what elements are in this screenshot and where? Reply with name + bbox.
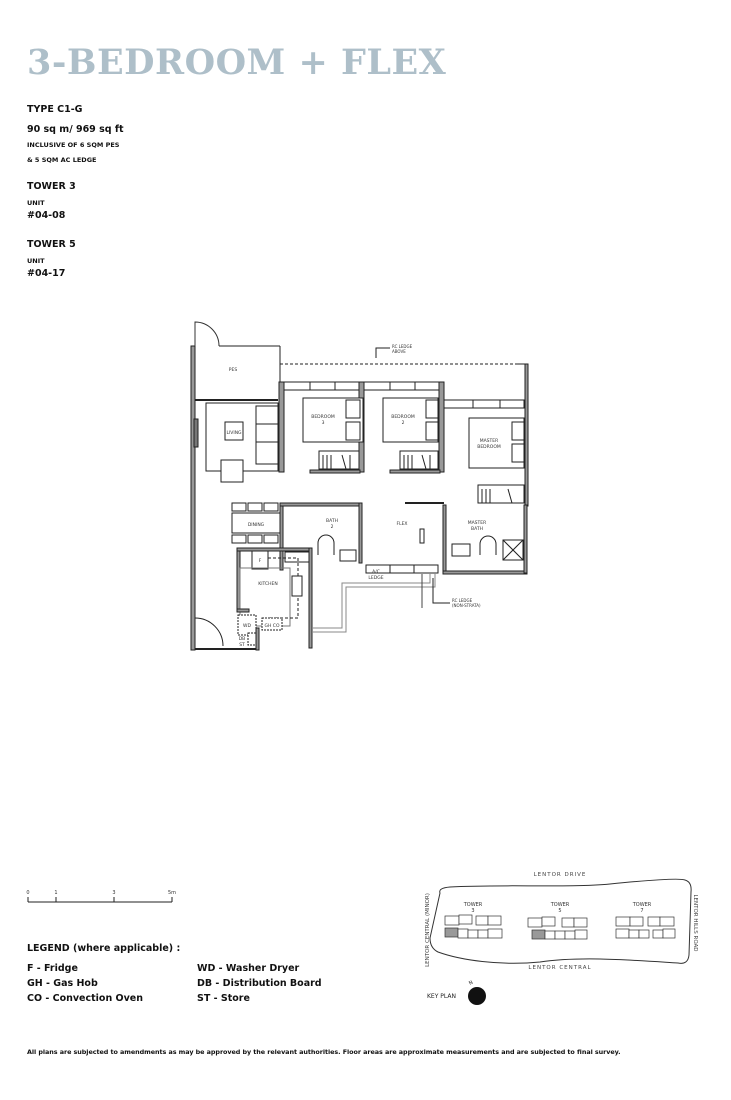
scale-tick-0: 0 <box>26 890 29 896</box>
room-label-dining: DINING <box>248 522 265 528</box>
room-label-bedroom3: BEDROOM <box>311 414 335 420</box>
road-lentor-hills: LENTOR HILLS ROAD <box>692 894 698 951</box>
tower-5-label: TOWER 5 <box>27 239 76 250</box>
floor-plan: PES LIVING BEDROOM 3 BEDROOM 2 MASTER BE… <box>190 321 529 651</box>
tower-3-keyplan-num: 3 <box>471 908 474 914</box>
room-label-master-bath: MASTER <box>468 520 487 526</box>
road-lentor-drive: LENTOR DRIVE <box>534 872 587 878</box>
disclaimer: All plans are subjected to amendments as… <box>27 1048 621 1056</box>
tower-7-keyplan-num: 7 <box>640 908 643 914</box>
legend-item: CO - Convection Oven <box>27 993 144 1004</box>
legend-item: DB - Distribution Board <box>197 978 322 989</box>
room-label-master-bedroom-2: BEDROOM <box>477 444 501 450</box>
tower-3-unit-label: UNIT <box>27 199 45 207</box>
north-compass-icon <box>468 987 486 1005</box>
inclusive-pes: INCLUSIVE OF 6 SQM PES <box>27 141 120 149</box>
washer-dryer-label: WD <box>243 623 251 629</box>
room-label-living: LIVING <box>226 430 242 436</box>
room-label-flex: FLEX <box>396 521 407 527</box>
tower-5-unit-label: UNIT <box>27 257 45 265</box>
gas-hob-oven-label: GH CO <box>265 623 280 629</box>
rc-ledge-above-label: RC LEDGE <box>392 344 413 349</box>
room-label-bath2: BATH <box>326 518 338 524</box>
rc-ledge-non-strata-label: RC LEDGE <box>452 598 473 603</box>
scale-tick-3: 3 <box>112 890 115 896</box>
room-label-ac-ledge-2: LEDGE <box>368 575 383 581</box>
room-label-bath2-num: 2 <box>331 524 334 530</box>
legend: F - Fridge WD - Washer Dryer GH - Gas Ho… <box>27 963 327 1004</box>
room-label-master-bedroom: MASTER <box>480 438 499 444</box>
road-lentor-central-minor: LENTOR CENTRAL (MINOR) <box>425 893 431 967</box>
legend-item: F - Fridge <box>27 963 78 974</box>
unit-area: 90 sq m/ 969 sq ft <box>27 124 124 135</box>
legend-item: WD - Washer Dryer <box>197 963 300 974</box>
unit-type: TYPE C1-G <box>27 104 83 115</box>
legend-title: LEGEND (where applicable) : <box>27 943 181 954</box>
north-label: N <box>468 980 474 987</box>
room-label-bedroom3-num: 3 <box>322 420 325 426</box>
tower-5-unit-number: #04-17 <box>27 268 66 279</box>
key-plan-label: KEY PLAN <box>427 993 456 1000</box>
room-label-bedroom2: BEDROOM <box>391 414 415 420</box>
db-label: DB <box>239 636 246 642</box>
room-label-kitchen: KITCHEN <box>258 581 278 587</box>
legend-item: GH - Gas Hob <box>27 978 98 989</box>
room-label-master-bath-2: BATH <box>471 526 483 532</box>
room-label-pes: PES <box>229 367 238 373</box>
fridge-label: F <box>259 558 262 564</box>
room-label-bedroom2-num: 2 <box>402 420 405 426</box>
tower-3-label: TOWER 3 <box>27 181 76 192</box>
road-lentor-central: LENTOR CENTRAL <box>528 965 591 971</box>
scale-tick-1: 1 <box>54 890 57 896</box>
rc-ledge-non-strata-label-2: (NON-STRATA) <box>452 603 481 608</box>
tower-5-keyplan-label: TOWER <box>550 902 570 908</box>
tower-3-unit-number: #04-08 <box>27 210 66 221</box>
rc-ledge-above-label-2: ABOVE <box>392 349 406 354</box>
store-label: ST <box>239 642 245 648</box>
tower-7-keyplan-label: TOWER <box>632 902 652 908</box>
key-plan: LENTOR DRIVE LENTOR CENTRAL LENTOR CENTR… <box>425 872 698 1005</box>
tower-5-keyplan-num: 5 <box>558 908 561 914</box>
room-label-ac-ledge: A/C <box>372 569 380 575</box>
scale-bar: 0 1 3 5m <box>26 890 176 903</box>
tower-3-keyplan-label: TOWER <box>463 902 483 908</box>
legend-item: ST - Store <box>197 993 250 1004</box>
page-title: 3-BEDROOM + FLEX <box>27 42 447 83</box>
scale-tick-5m: 5m <box>168 890 176 896</box>
inclusive-ac-ledge: & 5 SQM AC LEDGE <box>27 156 97 164</box>
